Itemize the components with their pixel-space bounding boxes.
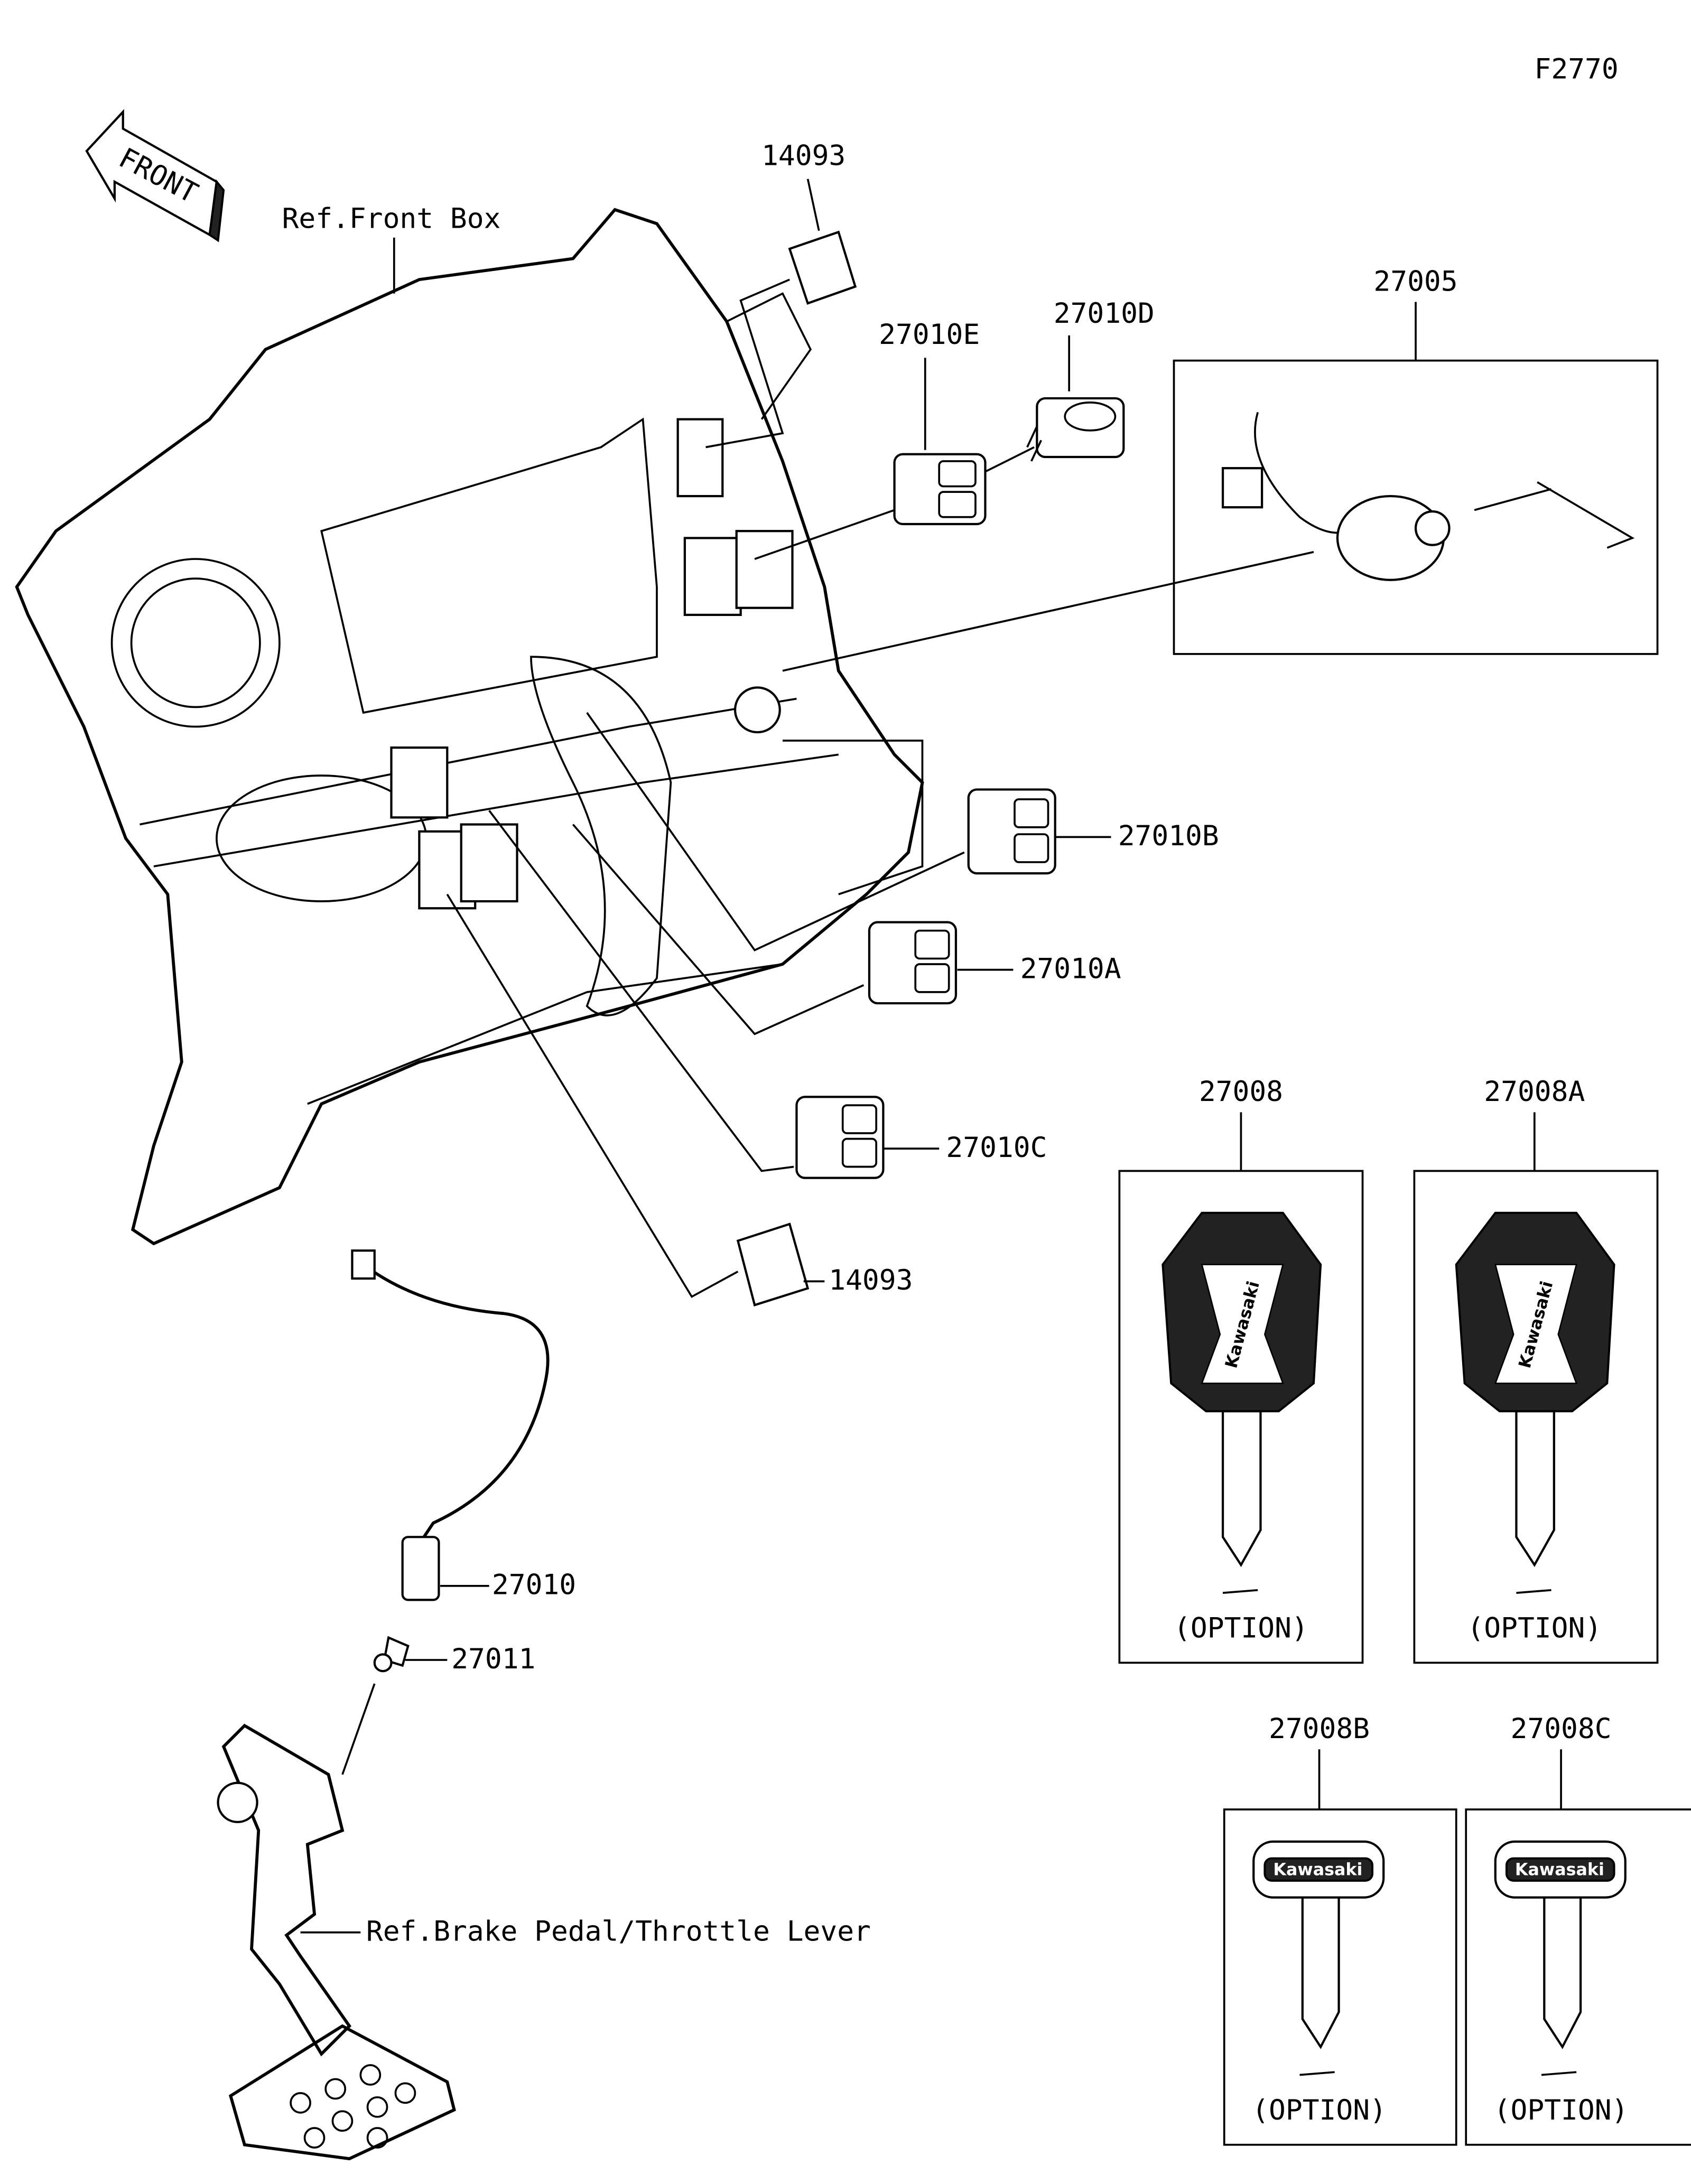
dashboard-front-box: [15, 208, 924, 1246]
key-27008C-brand: Kawasaki: [1515, 1860, 1604, 1879]
part-label-27008B[interactable]: 27008B: [1269, 1713, 1370, 1745]
diagram-code: F2770: [1535, 53, 1619, 85]
key-27008A-icon: [1455, 1211, 1615, 1594]
part-label-27010E[interactable]: 27010E: [879, 319, 980, 351]
part-label-27010B[interactable]: 27010B: [1118, 820, 1219, 852]
part-label-14093-top[interactable]: 14093: [761, 139, 846, 172]
part-label-27010C[interactable]: 27010C: [946, 1132, 1047, 1164]
part-27010C-switch[interactable]: [795, 1096, 885, 1179]
key-27008C-icon: [1494, 1840, 1627, 2076]
part-27011-screw[interactable]: [373, 1636, 410, 1673]
part-label-27011[interactable]: 27011: [451, 1643, 535, 1675]
part-27008-box[interactable]: [1118, 1170, 1364, 1664]
part-label-27010[interactable]: 27010: [492, 1569, 576, 1601]
part-14093-top[interactable]: [788, 230, 857, 305]
part-label-27008C[interactable]: 27008C: [1511, 1713, 1612, 1745]
brake-pedal-lever: [217, 1723, 456, 2161]
part-label-27010D[interactable]: 27010D: [1054, 297, 1155, 330]
ref-brake-pedal-label: Ref.Brake Pedal/Throttle Lever: [366, 1916, 871, 1948]
part-27010-sensor[interactable]: [351, 1249, 550, 1601]
part-27008C-box[interactable]: [1465, 1808, 1691, 2146]
option-label-27008: (OPTION): [1174, 1612, 1308, 1645]
front-arrow-icon: FRONT: [85, 109, 225, 242]
option-label-27008A: (OPTION): [1467, 1612, 1602, 1645]
part-27008B-box[interactable]: [1223, 1808, 1457, 2146]
part-label-27010A[interactable]: 27010A: [1020, 953, 1121, 985]
part-27010B-switch[interactable]: [967, 788, 1056, 875]
part-label-27008A[interactable]: 27008A: [1484, 1076, 1585, 1108]
part-label-27005[interactable]: 27005: [1373, 265, 1457, 297]
key-27008B-brand: Kawasaki: [1273, 1860, 1362, 1879]
ignition-switch-icon: [1221, 412, 1635, 581]
ref-front-box-label: Ref.Front Box: [282, 202, 501, 235]
key-27008B-icon: [1252, 1840, 1385, 2076]
key-27008-icon: [1162, 1211, 1322, 1594]
part-27010D-switch[interactable]: [1026, 397, 1125, 462]
option-label-27008B: (OPTION): [1252, 2094, 1387, 2126]
part-27008A-box[interactable]: [1413, 1170, 1659, 1664]
part-14093-bottom[interactable]: [736, 1222, 810, 1306]
part-label-27008[interactable]: 27008: [1199, 1076, 1283, 1108]
part-27010E-switch[interactable]: [893, 453, 987, 526]
part-27005-box[interactable]: [1173, 359, 1659, 655]
part-27010A-switch[interactable]: [868, 921, 958, 1005]
option-label-27008C: (OPTION): [1494, 2094, 1629, 2126]
part-label-14093-bottom[interactable]: 14093: [829, 1264, 913, 1296]
